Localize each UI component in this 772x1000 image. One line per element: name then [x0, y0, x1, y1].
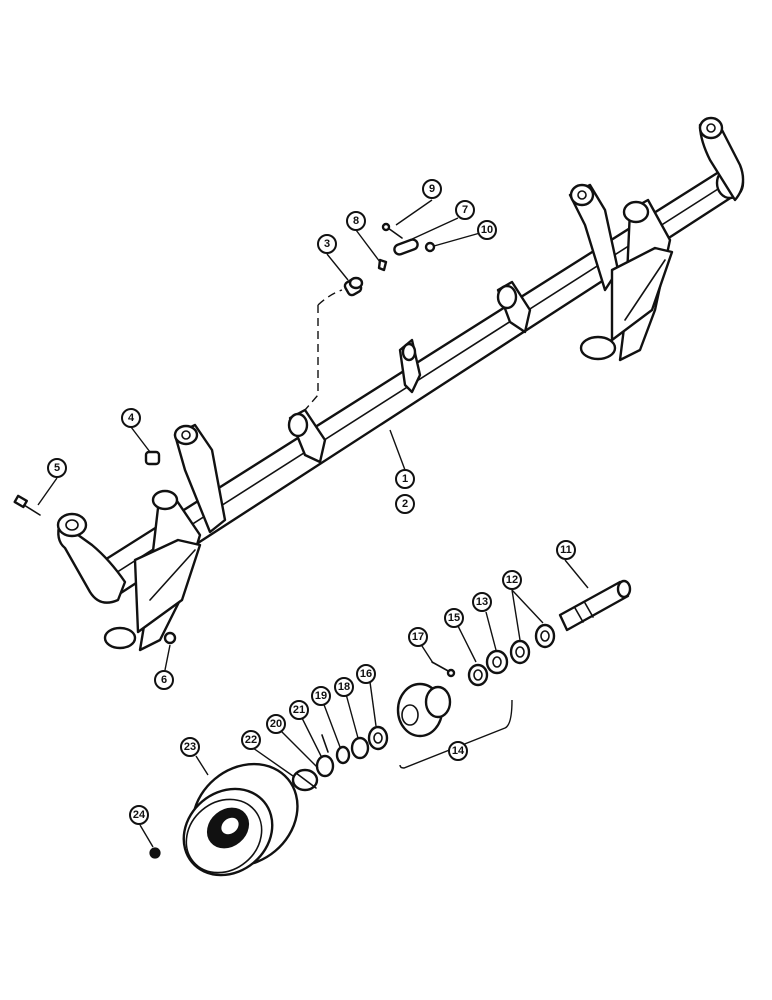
callout-label: 24: [133, 809, 146, 821]
callout-7: 7: [455, 200, 475, 220]
callout-4: 4: [121, 408, 141, 428]
callout-9: 9: [422, 179, 442, 199]
callout-label: 20: [270, 718, 282, 730]
callout-2: 2: [395, 494, 415, 514]
callout-label: 14: [452, 745, 465, 757]
right-mount-bracket: [579, 198, 674, 362]
spindle: [558, 579, 632, 632]
callout-15: 15: [444, 608, 464, 628]
callout-label: 1: [402, 473, 408, 485]
lug-nut: [149, 847, 161, 859]
leader-lines: [37, 199, 589, 848]
seal-12: [509, 623, 556, 665]
right-tall-plate: [568, 183, 620, 292]
tube-lugs: [287, 280, 532, 464]
right-end-arm: [698, 116, 745, 202]
callout-label: 21: [293, 704, 305, 716]
callout-13: 13: [472, 592, 492, 612]
dust-cap-22: [291, 768, 319, 792]
bearing-13: [485, 649, 509, 675]
callout-14: 14: [448, 741, 468, 761]
plug: [144, 450, 161, 466]
callout-18: 18: [334, 677, 354, 697]
callout-8: 8: [346, 211, 366, 231]
callout-label: 19: [315, 690, 327, 702]
stud: [431, 661, 456, 678]
callout-16: 16: [356, 664, 376, 684]
pin: [393, 238, 419, 256]
callout-label: 12: [506, 574, 518, 586]
callout-11: 11: [556, 540, 576, 560]
callout-label: 10: [481, 224, 493, 236]
callout-6: 6: [154, 670, 174, 690]
nut-6: [163, 631, 177, 645]
callout-label: 18: [338, 681, 350, 693]
wheel: [182, 762, 299, 877]
callout-label: 4: [128, 412, 135, 424]
callout-label: 11: [560, 544, 572, 556]
callout-label: 5: [54, 462, 60, 474]
washer-18: [350, 736, 370, 760]
callout-label: 17: [412, 631, 424, 643]
callout-label: 8: [353, 215, 359, 227]
bearing-16: [367, 725, 389, 751]
callout-24: 24: [129, 805, 149, 825]
callout-label: 9: [429, 183, 435, 195]
callout-label: 16: [360, 668, 372, 680]
screw-9: [381, 222, 403, 239]
callout-10: 10: [477, 220, 497, 240]
callout-17: 17: [408, 627, 428, 647]
callout-20: 20: [266, 714, 286, 734]
callout-label: 7: [462, 204, 468, 216]
callout-label: 13: [476, 596, 488, 608]
callout-23: 23: [180, 737, 200, 757]
callout-label: 3: [324, 238, 330, 250]
callout-label: 22: [245, 734, 257, 746]
callout-3: 3: [317, 234, 337, 254]
callout-label: 23: [184, 741, 196, 753]
left-tall-plate: [173, 423, 227, 534]
grease-fitting: [377, 258, 388, 272]
left-mount-bracket: [103, 489, 202, 652]
callout-label: 15: [448, 612, 460, 624]
cup-15: [467, 663, 489, 687]
hub: [396, 682, 452, 738]
bushing: [343, 276, 364, 297]
nut-20: [315, 754, 335, 778]
cotter-pin-21: [321, 734, 329, 753]
callout-1: 1: [395, 469, 415, 489]
callout-12: 12: [502, 570, 522, 590]
callout-22: 22: [241, 730, 261, 750]
callout-label: 6: [161, 674, 167, 686]
left-end-arm: [56, 512, 127, 604]
callout-21: 21: [289, 700, 309, 720]
nut-19: [335, 745, 351, 765]
bolt-5: [13, 494, 41, 516]
nut-10: [424, 241, 436, 253]
callout-5: 5: [47, 458, 67, 478]
callout-label: 2: [402, 498, 408, 510]
callout-19: 19: [311, 686, 331, 706]
